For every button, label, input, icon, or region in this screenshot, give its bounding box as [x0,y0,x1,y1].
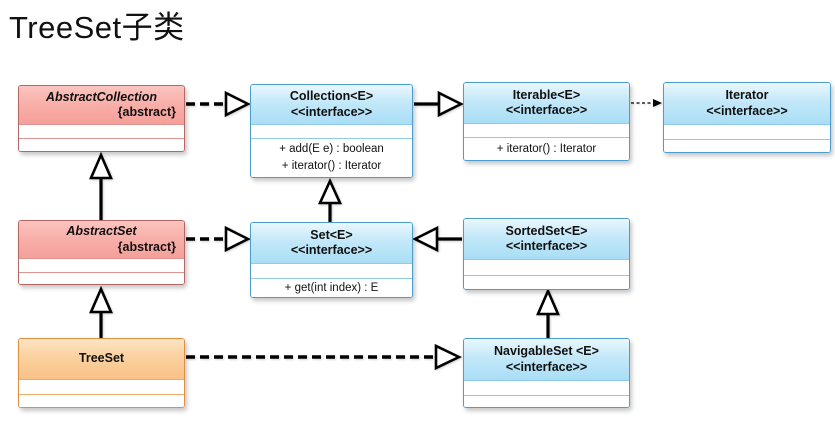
generalization-sortedset-set [412,225,462,253]
class-box-collection: Collection<E> <<interface>> + add(E e) :… [250,84,413,178]
realization-abstractcollection-collection [186,90,251,118]
methods-compartment [19,394,184,407]
fields-compartment [464,123,629,137]
class-name: Iterator [725,88,769,103]
methods-compartment: + get(int index) : E [251,278,412,297]
class-header: Collection<E> <<interface>> [251,85,412,124]
methods-compartment: + iterator() : Iterator [464,137,629,160]
class-box-treeset: TreeSet [18,338,185,408]
stereotype-label: <<interface>> [706,103,788,118]
realization-abstractset-set [186,225,251,253]
methods-compartment [464,275,629,289]
class-header: AbstractSet {abstract} [19,221,184,258]
generalization-collection-iterable [414,90,464,118]
class-box-iterable: Iterable<E> <<interface>> + iterator() :… [463,82,630,161]
class-name: Set<E> [310,227,353,242]
class-name: TreeSet [78,351,125,366]
generalization-navigableset-sortedset [536,287,560,338]
stereotype-label: <<interface>> [505,359,588,374]
class-name: SortedSet<E> [505,223,588,238]
fields-compartment [464,259,629,275]
class-modifier: {abstract} [117,105,176,120]
fields-compartment [19,258,184,272]
fields-compartment [19,124,184,138]
methods-compartment [19,138,184,151]
method-entry: + iterator() : Iterator [281,160,382,172]
class-header: AbstractCollection {abstract} [19,86,184,124]
fields-compartment [251,263,412,278]
class-header: Set<E> <<interface>> [251,223,412,263]
stereotype-label: <<interface>> [290,104,373,119]
generalization-abstractset-abstractcollection [89,151,113,220]
methods-compartment [19,272,184,284]
class-box-navigableset: NavigableSet <E> <<interface>> [463,338,630,408]
class-header: Iterator <<interface>> [664,83,830,124]
methods-compartment [464,395,629,407]
class-box-sortedset: SortedSet<E> <<interface>> [463,218,630,290]
page-title: TreeSet子类 [9,10,185,45]
dependency-iterable-iterator [631,99,662,107]
class-header: Iterable<E> <<interface>> [464,83,629,123]
class-header: SortedSet<E> <<interface>> [464,219,629,259]
fields-compartment [464,380,629,395]
class-modifier: {abstract} [117,239,176,254]
method-entry: + iterator() : Iterator [496,142,597,155]
class-name: Collection<E> [289,89,374,104]
method-entry: + add(E e) : boolean [279,143,384,156]
methods-compartment: + add(E e) : boolean + iterator() : Iter… [251,138,412,177]
class-box-abstractset: AbstractSet {abstract} [18,220,185,285]
class-name: Iterable<E> [512,87,581,102]
method-entry: + get(int index) : E [284,281,379,294]
class-box-abstractcollection: AbstractCollection {abstract} [18,85,185,152]
class-header: NavigableSet <E> <<interface>> [464,339,629,380]
realization-treeset-navigableset [186,343,463,371]
stereotype-label: <<interface>> [505,103,588,118]
generalization-treeset-abstractset [89,285,113,338]
fields-compartment [251,124,412,138]
class-box-iterator: Iterator <<interface>> [663,82,831,153]
class-name: AbstractCollection [45,89,158,104]
fields-compartment [19,379,184,394]
fields-compartment [664,124,830,139]
stereotype-label: <<interface>> [505,239,588,254]
stereotype-label: <<interface>> [290,243,373,258]
methods-compartment [664,139,830,152]
class-box-set: Set<E> <<interface>> + get(int index) : … [250,222,413,298]
generalization-set-collection [317,177,343,222]
class-name: NavigableSet <E> [494,344,599,359]
class-header: TreeSet [19,339,184,379]
class-name: AbstractSet [66,224,137,239]
